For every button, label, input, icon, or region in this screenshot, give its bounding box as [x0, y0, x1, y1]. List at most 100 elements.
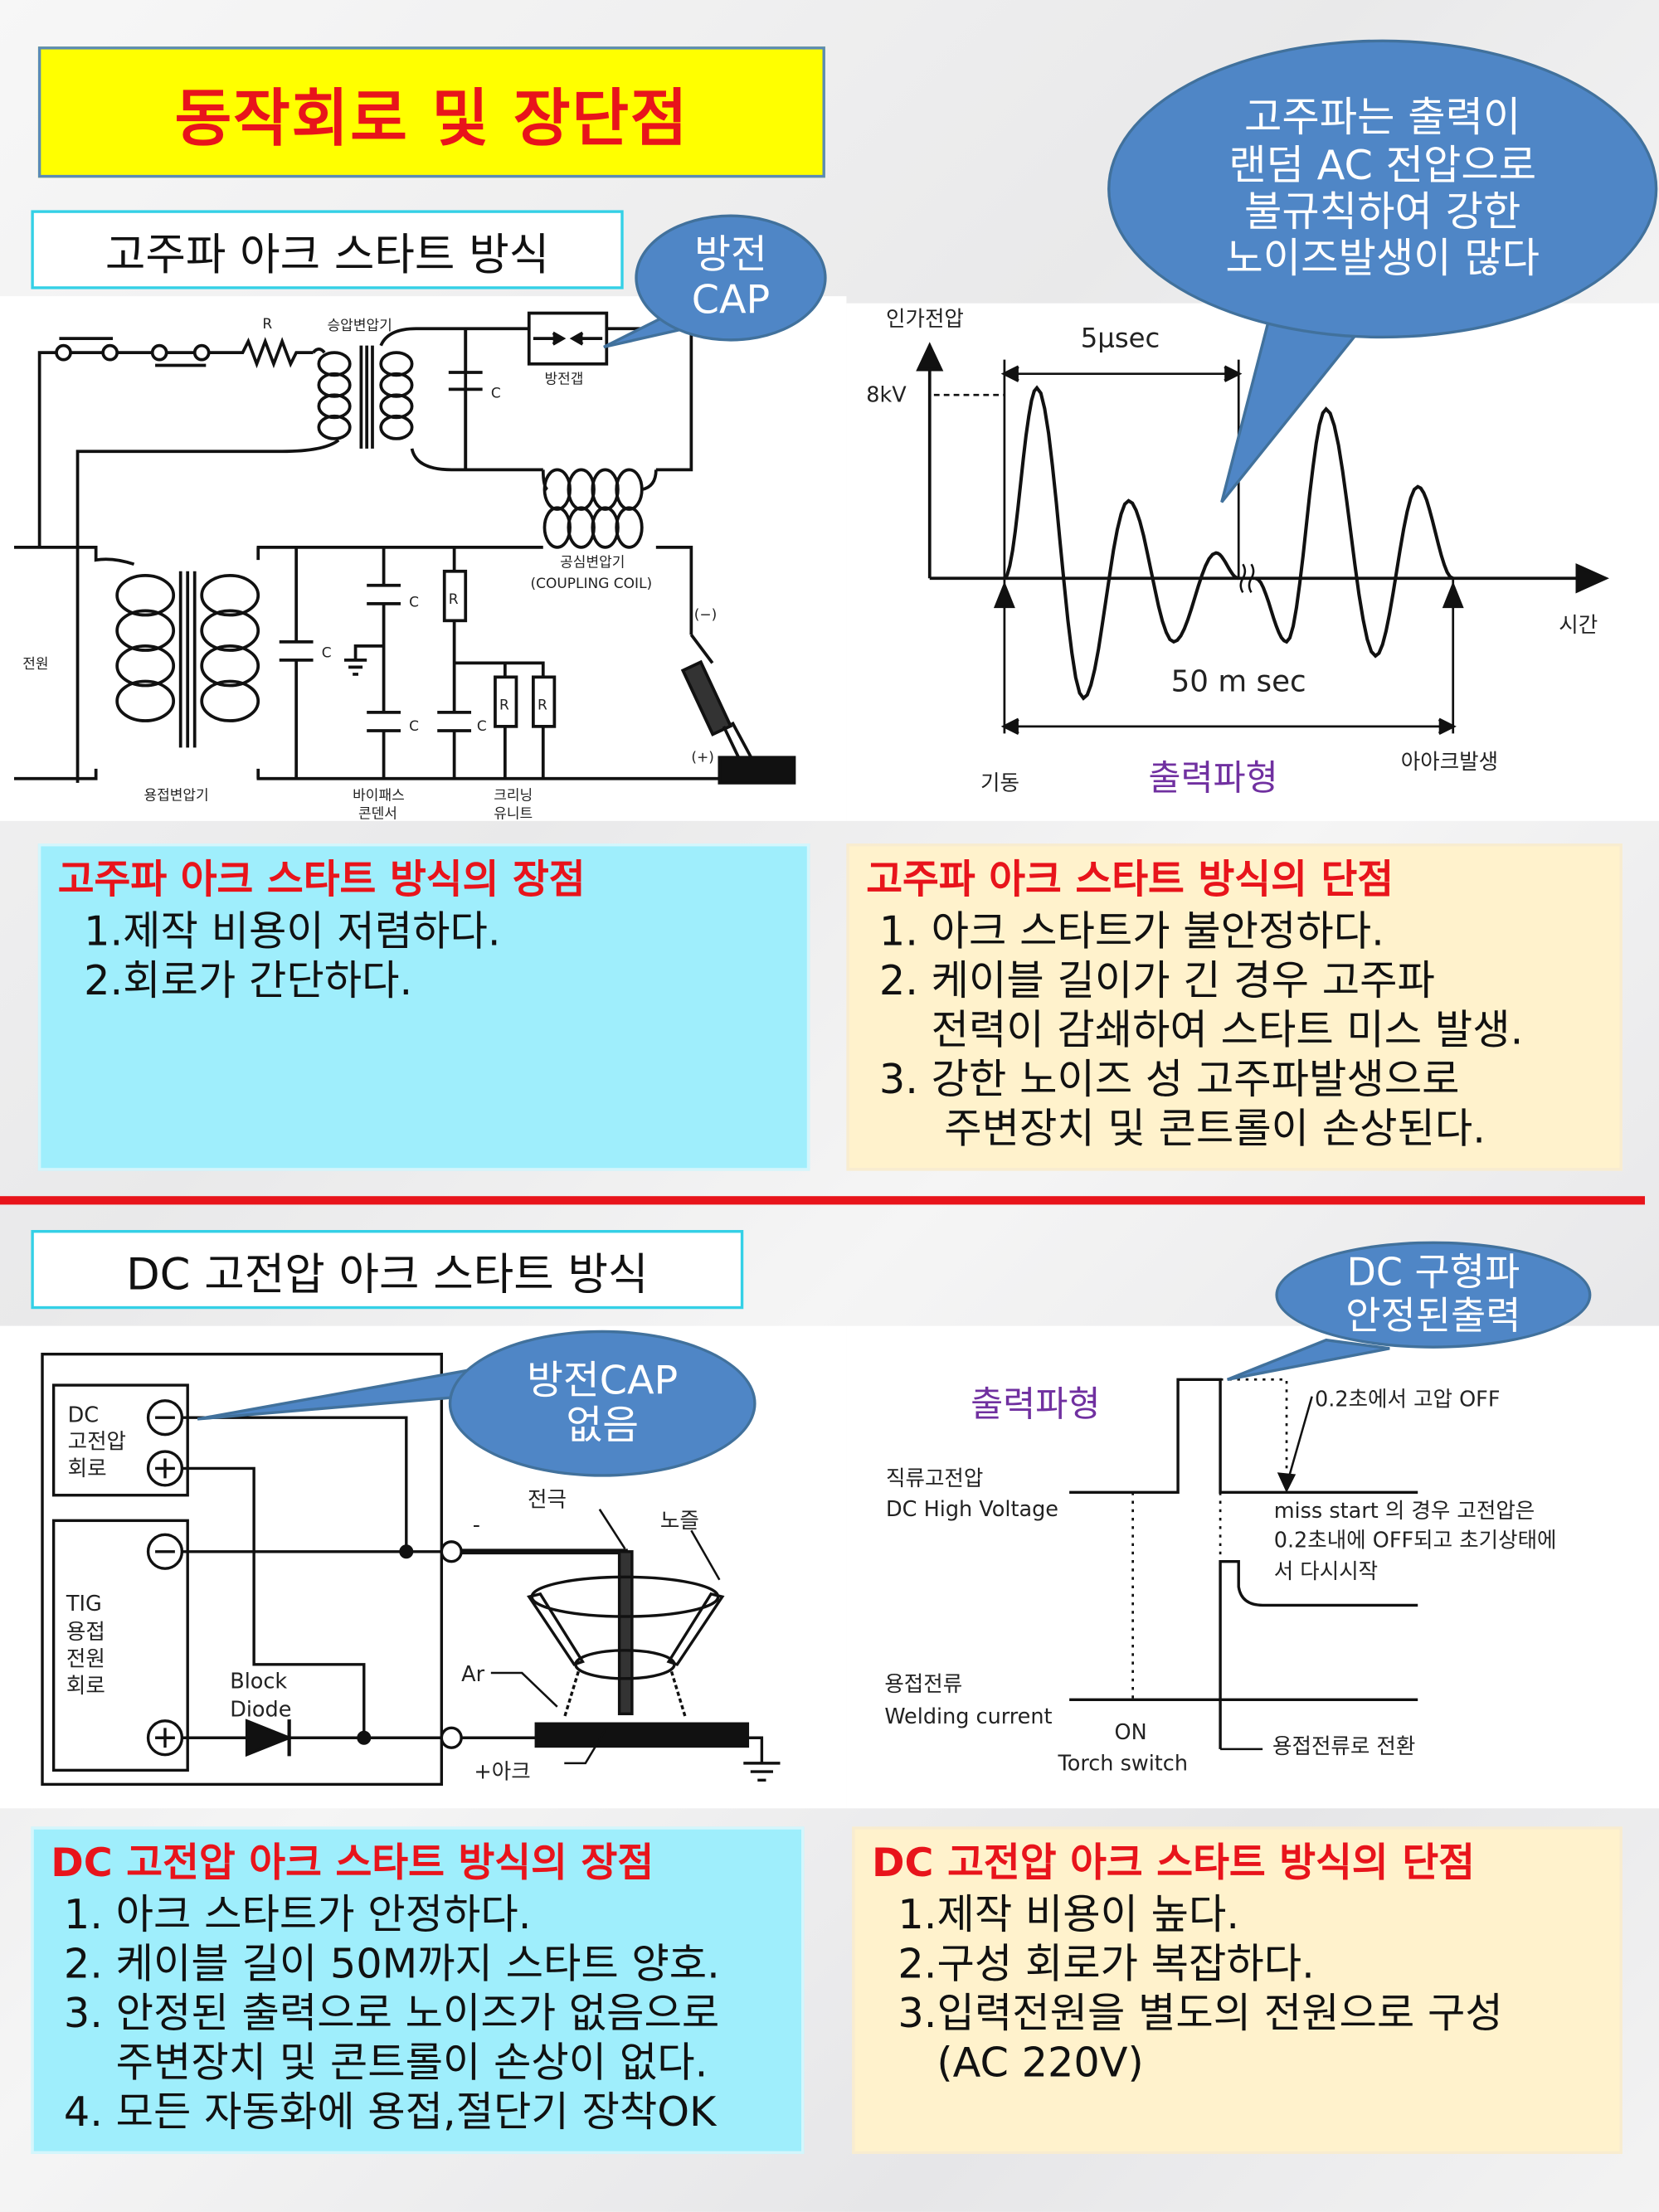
- on-label: ON: [1115, 1720, 1147, 1745]
- torch: [680, 634, 796, 785]
- list-item: 3. 강한 노이즈 성 고주파발생으로: [866, 1055, 1460, 1103]
- damped-sine-wave: [1003, 385, 1454, 701]
- hf-cons-heading: 고주파 아크 스타트 방식의 단점: [866, 856, 1394, 903]
- spark-gap: [527, 311, 609, 366]
- hf-cons-box: 고주파 아크 스타트 방식의 단점 1. 아크 스타트가 불안정하다. 2. 케…: [846, 843, 1623, 1171]
- label-ar: Ar: [461, 1662, 484, 1687]
- label-tig: TIG: [66, 1592, 102, 1616]
- bubble-line: CAP: [691, 276, 771, 323]
- label-minus: (−): [694, 607, 718, 624]
- list-item: 주변장치 및 콘트롤이 손상된다.: [866, 1104, 1486, 1153]
- dc-high-voltage-trace: [1069, 1378, 1418, 1495]
- bubble-line: 없음: [566, 1402, 640, 1449]
- list-item: 주변장치 및 콘트롤이 손상이 없다.: [51, 2038, 708, 2087]
- y-axis-arrow: [916, 342, 944, 372]
- cleaning-resistor-2: [531, 675, 557, 728]
- bubble-line: DC 구형파: [1346, 1251, 1520, 1296]
- dc-cons-heading: DC 고전압 아크 스타트 방식의 단점: [872, 1839, 1475, 1886]
- break-mark: [1239, 563, 1255, 593]
- label-condenser: 콘덴서: [358, 805, 397, 820]
- square-wave-callout-bubble: DC 구형파 안정된출력: [1275, 1241, 1592, 1349]
- electrode: [617, 1550, 634, 1716]
- label-step-up-transformer: 승압변압기: [328, 318, 392, 334]
- workpiece: [534, 1722, 750, 1748]
- label-circuit: 회로: [68, 1456, 107, 1481]
- dimension-lines: [1007, 372, 1451, 728]
- switch-note: 용접전류로 전환: [1272, 1734, 1415, 1759]
- label-diode: Diode: [230, 1698, 291, 1723]
- dc-pros-heading: DC 고전압 아크 스타트 방식의 장점: [51, 1839, 654, 1886]
- label-c: C: [491, 386, 501, 402]
- cap-callout-bubble: 방전 CAP: [635, 214, 827, 342]
- peak-voltage-label: 8kV: [866, 383, 907, 408]
- label-c: C: [322, 645, 332, 662]
- dc-hv-box: [51, 1383, 189, 1497]
- hf-pros-heading: 고주파 아크 스타트 방식의 장점: [57, 856, 586, 903]
- list-item: 2.회로가 간단하다.: [57, 956, 413, 1004]
- y-axis-label: 인가전압: [886, 307, 964, 332]
- welding-current-trace: [1219, 1559, 1418, 1749]
- dc-hv-label-ko: 직류고전압: [886, 1466, 983, 1491]
- switch-bars: [59, 337, 207, 367]
- start-label: 기동: [980, 771, 1019, 795]
- section-divider: [0, 1196, 1646, 1205]
- miss-note-line: 0.2초내에 OFF되고 초기상태에: [1274, 1529, 1557, 1553]
- hf-top-wire: [37, 337, 314, 547]
- dc-pros-box: DC 고전압 아크 스타트 방식의 장점 1. 아크 스타트가 안정하다. 2.…: [31, 1826, 805, 2154]
- label-power: 전원: [66, 1647, 105, 1672]
- bubble-line: 불규칙하여 강한: [1244, 187, 1521, 236]
- label-r: R: [499, 697, 509, 713]
- waveform-caption: 출력파형: [971, 1385, 1100, 1426]
- list-item: 2. 케이블 길이가 긴 경우 고주파: [866, 956, 1435, 1004]
- list-item: 2.구성 회로가 복잡하다.: [872, 1939, 1315, 1988]
- dc-waveform-chart: 출력파형 0.2초에서 고압 OFF 직류고전압 DC High Voltage…: [884, 1378, 1557, 1776]
- label-circuit: 회로: [66, 1674, 105, 1699]
- dc-waveform-panel: 출력파형 0.2초에서 고압 OFF 직류고전압 DC High Voltage…: [846, 1325, 1659, 1809]
- bubble-line: 노이즈발생이 많다: [1225, 234, 1540, 283]
- label-arc: +아크: [474, 1760, 530, 1785]
- welding-current-label-en: Welding current: [884, 1704, 1052, 1729]
- bubble-line: 방전CAP: [527, 1356, 679, 1403]
- dc-hv-label-en: DC High Voltage: [886, 1497, 1058, 1522]
- arc-label: 아아크발생: [1401, 750, 1498, 775]
- miss-note-line: 서 다시시작: [1274, 1559, 1378, 1584]
- coupling-coil: [541, 468, 658, 549]
- list-item: 4. 모든 자동화에 용접,절단기 장착OK: [51, 2088, 717, 2136]
- list-item: 3. 안정된 출력으로 노이즈가 없음으로: [51, 1988, 720, 2037]
- welding-transformer: [115, 571, 260, 748]
- label-block: Block: [230, 1670, 287, 1694]
- no-cap-callout-bubble: 방전CAP 없음: [448, 1330, 757, 1477]
- label-c: C: [477, 718, 487, 735]
- list-item: 1.제작 비용이 높다.: [872, 1889, 1240, 1938]
- list-item: 1. 아크 스타트가 안정하다.: [51, 1889, 532, 1938]
- bypass-capacitors: [343, 547, 401, 779]
- step-up-transformer: [317, 345, 414, 449]
- label-power: 전원: [22, 656, 48, 673]
- duration-label: 50 m sec: [1171, 664, 1306, 698]
- label-bypass: 바이패스: [353, 787, 405, 804]
- outer-enclosure: [41, 1352, 444, 1787]
- hf-subtitle: 고주파 아크 스타트 방식: [31, 210, 624, 289]
- tig-box: [51, 1519, 189, 1772]
- nozzle: [527, 1575, 725, 1719]
- workpiece: [718, 756, 796, 785]
- label-high-voltage: 고전압: [68, 1430, 126, 1455]
- label-c: C: [409, 594, 419, 610]
- page-title: 동작회로 및 장단점: [37, 46, 825, 178]
- label-spark-gap: 방전갭: [544, 372, 583, 388]
- dc-circuit-diagram: DC 고전압 회로 TIG 용접 전원 회로 Block Diode 전극 노즐…: [41, 1352, 781, 1787]
- label-unit: 유니트: [494, 805, 533, 820]
- label-welding: 용접: [66, 1620, 105, 1645]
- label-r: R: [449, 591, 459, 608]
- noise-callout-bubble: 고주파는 출력이 랜덤 AC 전압으로 불규칙하여 강한 노이즈발생이 많다: [1107, 39, 1658, 339]
- cleaning-resistor-1: [494, 675, 518, 728]
- label-welding-transformer: 용접변압기: [144, 787, 208, 804]
- label-dc: DC: [68, 1403, 99, 1427]
- list-item: 전력이 감쇄하여 스타트 미스 발생.: [866, 1005, 1524, 1054]
- hf-pros-box: 고주파 아크 스타트 방식의 장점 1.제작 비용이 저렴하다. 2.회로가 간…: [37, 843, 810, 1171]
- label-c: C: [409, 718, 419, 735]
- list-item: (AC 220V): [872, 2038, 1144, 2087]
- label-plus: (+): [691, 749, 714, 766]
- label-r: R: [262, 316, 272, 333]
